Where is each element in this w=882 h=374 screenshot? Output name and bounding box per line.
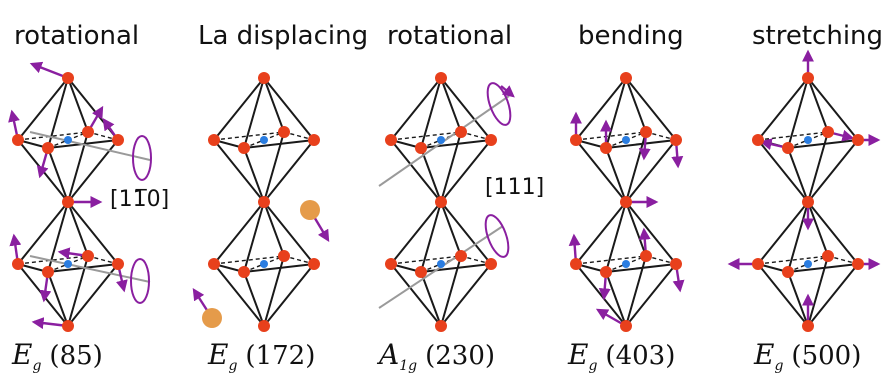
panel-title: rotational (14, 21, 139, 51)
oxygen-atom (12, 134, 24, 146)
b-site-atom (804, 136, 812, 144)
oxygen-atom (752, 134, 764, 146)
oxygen-atom (278, 250, 290, 262)
b-site-atom (622, 136, 630, 144)
oxygen-atom (208, 258, 220, 270)
oxygen-atom (802, 320, 814, 332)
oxygen-atom (620, 320, 632, 332)
oxygen-atom (42, 142, 54, 154)
oxygen-atom (12, 258, 24, 270)
oxygen-atom (82, 250, 94, 262)
oxygen-atom (62, 320, 74, 332)
oxygen-atom (42, 266, 54, 278)
la-atom (300, 200, 320, 220)
panel-title: stretching (752, 21, 882, 51)
oxygen-atom (670, 258, 682, 270)
oxygen-atom (485, 258, 497, 270)
oxygen-atom (415, 266, 427, 278)
oxygen-atom (802, 196, 814, 208)
oxygen-atom (670, 134, 682, 146)
oxygen-atom (620, 196, 632, 208)
oxygen-atom (852, 258, 864, 270)
oxygen-atom (112, 258, 124, 270)
oxygen-atom (62, 196, 74, 208)
oxygen-atom (822, 250, 834, 262)
oxygen-atom (455, 250, 467, 262)
panel-title: La displacing (198, 21, 368, 51)
oxygen-atom (435, 320, 447, 332)
mode-caption: Eg(85) (11, 338, 103, 374)
direction-label: [11̅0] (110, 187, 169, 212)
b-site-atom (260, 260, 268, 268)
oxygen-atom (238, 142, 250, 154)
oxygen-atom (485, 134, 497, 146)
oxygen-atom (852, 134, 864, 146)
b-site-atom (437, 260, 445, 268)
oxygen-atom (570, 134, 582, 146)
b-site-atom (64, 260, 72, 268)
oxygen-atom (238, 266, 250, 278)
oxygen-atom (455, 126, 467, 138)
oxygen-atom (620, 72, 632, 84)
b-site-atom (622, 260, 630, 268)
oxygen-atom (415, 142, 427, 154)
oxygen-atom (62, 72, 74, 84)
b-site-atom (437, 136, 445, 144)
mode-caption: Eg(500) (753, 338, 861, 374)
oxygen-atom (258, 196, 270, 208)
panel-la-displacing-eg-172: La displacing (194, 21, 368, 374)
oxygen-atom (258, 320, 270, 332)
mode-caption: Eg(172) (207, 338, 315, 374)
oxygen-atom (600, 266, 612, 278)
panel-stretching-eg-500: stretching (730, 21, 882, 374)
oxygen-atom (308, 258, 320, 270)
b-site-atom (804, 260, 812, 268)
atoms (12, 72, 124, 332)
b-site-atom (260, 136, 268, 144)
oxygen-atom (435, 196, 447, 208)
oxygen-atom (802, 72, 814, 84)
oxygen-atom (752, 258, 764, 270)
oxygen-atom (82, 126, 94, 138)
panel-rotational-a1g-230: rotational [111] (376, 21, 544, 374)
oxygen-atom (640, 126, 652, 138)
panel-bending-eg-403: bending (567, 21, 684, 374)
oxygen-atom (278, 126, 290, 138)
atoms (570, 72, 682, 332)
oxygen-atom (600, 142, 612, 154)
panel-title: bending (578, 21, 684, 51)
atoms (752, 72, 864, 332)
b-site-atom (64, 136, 72, 144)
oxygen-atom (385, 258, 397, 270)
oxygen-atom (435, 72, 447, 84)
rotation-ellipse (481, 212, 513, 260)
oxygen-atom (822, 126, 834, 138)
direction-label: [111] (485, 175, 544, 200)
panel-rotational-eg-85: rotational [11̅0] (11, 21, 169, 374)
oxygen-atom (385, 134, 397, 146)
panel-title: rotational (387, 21, 512, 51)
oxygen-atom (782, 142, 794, 154)
oxygen-atom (570, 258, 582, 270)
mode-caption: Eg(403) (567, 338, 675, 374)
oxygen-atom (308, 134, 320, 146)
la-atom (202, 308, 222, 328)
oxygen-atom (782, 266, 794, 278)
oxygen-atom (640, 250, 652, 262)
displacement-arrows (12, 64, 124, 326)
oxygen-atom (112, 134, 124, 146)
oxygen-atom (208, 134, 220, 146)
atoms (202, 72, 320, 332)
oxygen-atom (258, 72, 270, 84)
mode-caption: A1g(230) (376, 338, 495, 374)
